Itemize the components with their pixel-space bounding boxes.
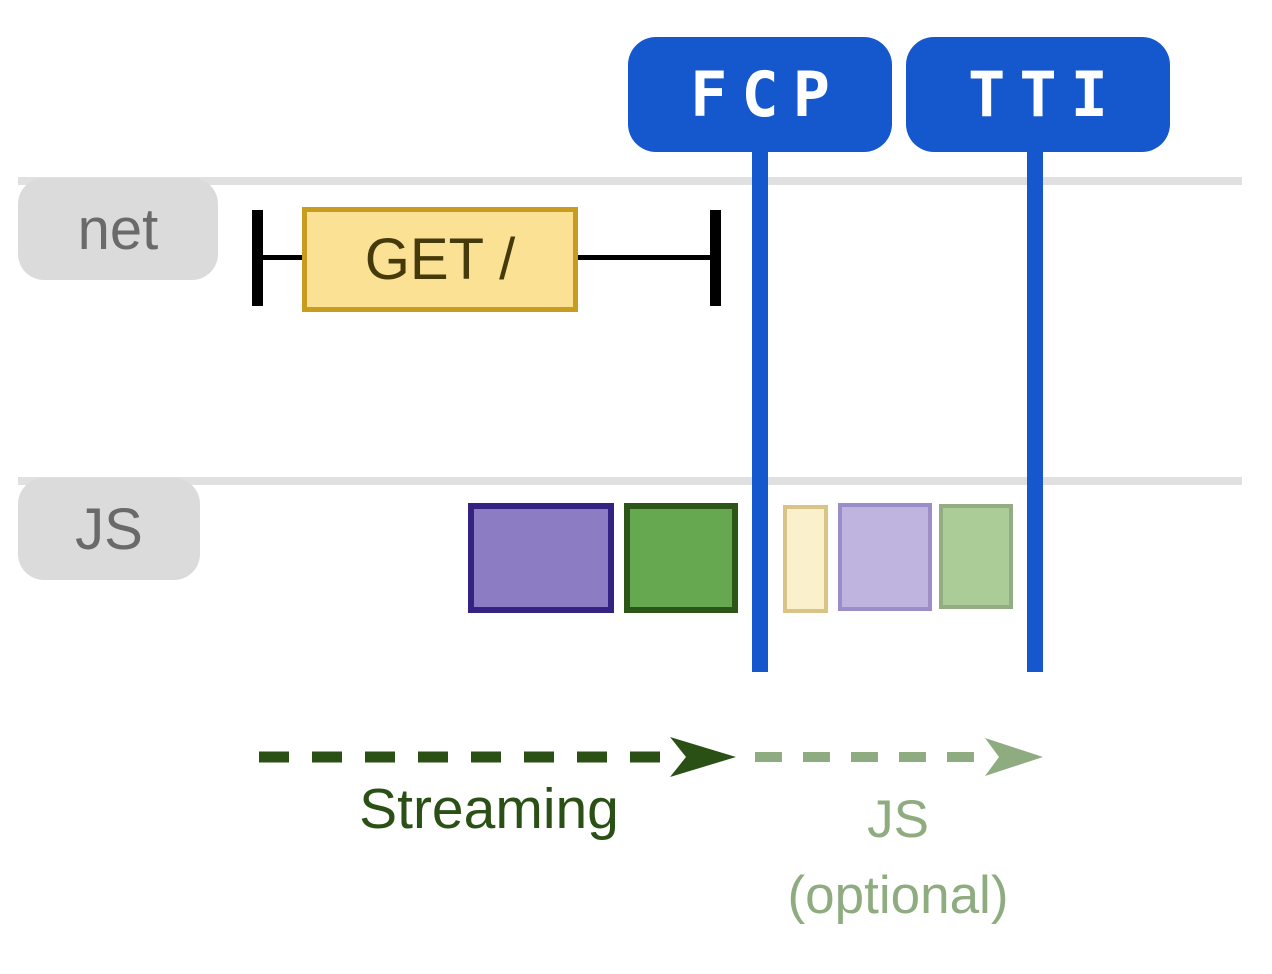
js-task-block-purple-faded xyxy=(838,503,932,611)
net-track-line xyxy=(18,177,1242,185)
js-row-label: JS xyxy=(18,478,200,580)
request-end-connector-line xyxy=(570,255,716,260)
fcp-marker-line xyxy=(752,148,768,672)
request-start-cap xyxy=(252,210,263,306)
tti-marker-line xyxy=(1027,148,1043,672)
js-task-block-green xyxy=(624,503,738,613)
streaming-arrowhead-icon xyxy=(670,737,736,777)
js-task-block-yellow-faded xyxy=(783,505,828,613)
get-request-label: GET / xyxy=(364,227,516,292)
js-task-block-green-faded xyxy=(939,504,1013,609)
js-track-line xyxy=(18,477,1242,485)
request-start-connector-line xyxy=(258,255,308,260)
js-task-block-purple xyxy=(468,503,614,613)
streaming-caption: Streaming xyxy=(359,777,619,841)
net-row-label: net xyxy=(18,178,218,280)
net-row-label-text: net xyxy=(77,196,159,262)
js-optional-caption: JS (optional) xyxy=(738,782,1058,934)
streaming-arrow xyxy=(259,737,736,777)
tti-badge: TTI xyxy=(906,37,1170,152)
js-row-label-text: JS xyxy=(75,496,143,562)
request-end-cap xyxy=(710,210,721,306)
js-optional-arrow xyxy=(755,738,1043,776)
js-optional-arrowhead-icon xyxy=(985,738,1043,776)
get-request-bar: GET / xyxy=(302,207,578,312)
js-optional-caption-line2: (optional) xyxy=(787,866,1009,925)
js-optional-caption-line1: JS xyxy=(867,790,929,849)
fcp-badge: FCP xyxy=(628,37,892,152)
